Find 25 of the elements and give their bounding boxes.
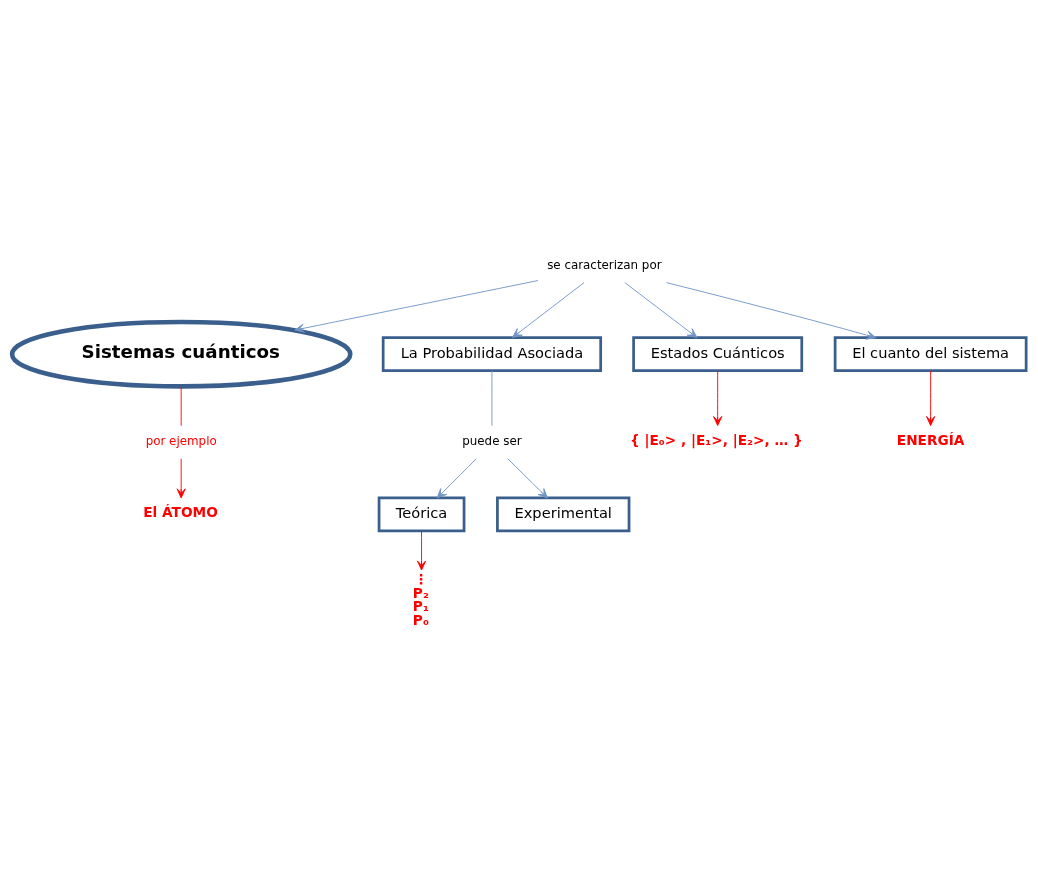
node-ellipse: Sistemas cuánticos (9, 319, 353, 389)
arrow (713, 370, 723, 427)
node-text: El ÁTOMO (143, 503, 218, 520)
arrow (436, 458, 477, 499)
node-text: puede ser (462, 434, 522, 449)
node-box: Experimental (496, 496, 631, 533)
node-box: Teórica (377, 496, 466, 533)
arrow (624, 282, 698, 338)
connector (180, 386, 182, 427)
arrow (507, 458, 548, 499)
arrow (512, 282, 585, 338)
arrow (176, 458, 186, 499)
node-text: { |E₀> , |E₁>, |E₂>, … } (629, 431, 803, 448)
arrow (666, 282, 877, 340)
node-text: se caracterizan por (547, 258, 662, 273)
node-text: ⋮ P₂ P₁ P₀ (412, 570, 429, 629)
node-box: La Probabilidad Asociada (381, 336, 603, 372)
node-text: ENERGÍA (896, 431, 965, 448)
arrow (926, 370, 936, 427)
arrow (294, 280, 539, 333)
node-box: El cuanto del sistema (833, 336, 1028, 372)
connector (491, 370, 493, 427)
node-text: por ejemplo (145, 434, 217, 449)
node-box: Estados Cuánticos (632, 336, 804, 372)
arrow (417, 530, 427, 571)
